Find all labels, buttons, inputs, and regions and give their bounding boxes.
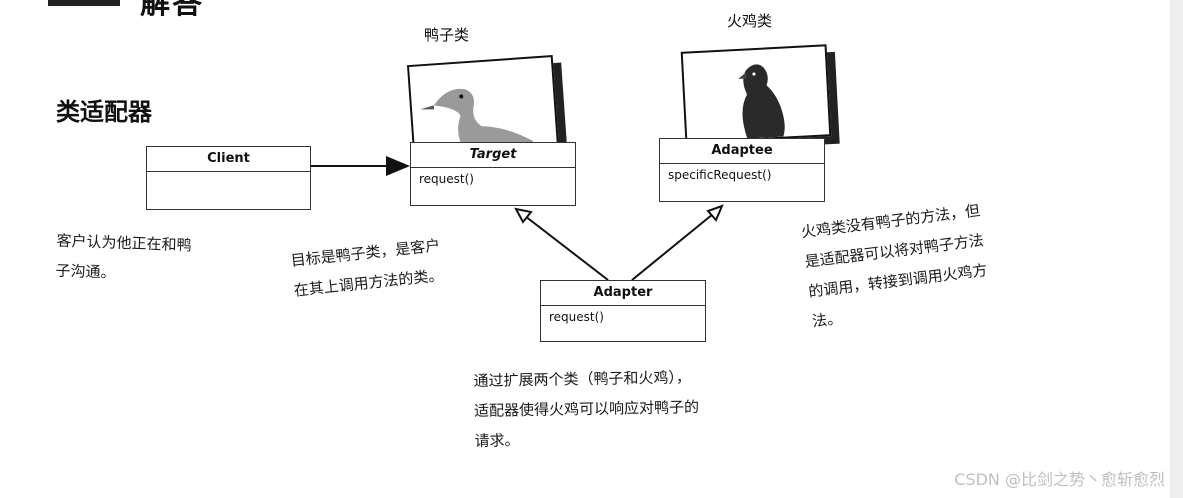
page-title: 解答 (140, 0, 204, 21)
adapter-note-line: 适配器使得火鸡可以响应对鸭子的 (473, 398, 700, 420)
adaptee-class-name: Adaptee (660, 139, 824, 164)
header-rule (48, 0, 120, 6)
duck-illustration (420, 88, 535, 152)
adapter-note: 通过扩展两个类（鸭子和火鸡）， 适配器使得火鸡可以响应对鸭子的 请求。 (473, 362, 700, 456)
client-note-line: 客户认为他正在和鸭 (56, 231, 192, 255)
adapter-note-line: 通过扩展两个类（鸭子和火鸡）， (473, 368, 692, 390)
turkey-image (680, 44, 832, 144)
adapter-method: request() (549, 310, 604, 324)
adaptee-method: specificRequest() (668, 168, 772, 182)
adapter-class-name: Adapter (541, 281, 705, 306)
section-title: 类适配器 (56, 98, 152, 126)
generalization-arrowhead-adaptee (706, 204, 724, 222)
client-note: 客户认为他正在和鸭 子沟通。 (55, 226, 192, 291)
client-class-box: Client (146, 146, 311, 210)
generalization-arrowhead-target (514, 207, 533, 224)
target-method: request() (419, 172, 474, 186)
adaptee-note: 火鸡类没有鸭子的方法，但 是适配器可以将对鸭子方法 的调用，转接到调用火鸡方 法… (799, 195, 992, 336)
right-edge-strip (1170, 0, 1183, 498)
duck-image (406, 55, 560, 157)
target-class-name: Target (411, 143, 575, 168)
generalization-line-adaptee (631, 213, 714, 281)
client-note-line: 子沟通。 (55, 261, 116, 282)
generalization-line-target (524, 215, 609, 281)
watermark: CSDN @比剑之势丶愈斩愈烈 (954, 470, 1165, 489)
target-class-box: Target request() (410, 142, 576, 206)
turkey-class-caption: 火鸡类 (727, 12, 773, 30)
turkey-illustration (738, 64, 785, 139)
adapter-class-box: Adapter request() (540, 280, 706, 342)
duck-class-caption: 鸭子类 (424, 26, 470, 44)
adaptee-class-box: Adaptee specificRequest() (659, 138, 825, 202)
adapter-note-line: 请求。 (474, 431, 520, 450)
client-class-name: Client (147, 147, 310, 172)
